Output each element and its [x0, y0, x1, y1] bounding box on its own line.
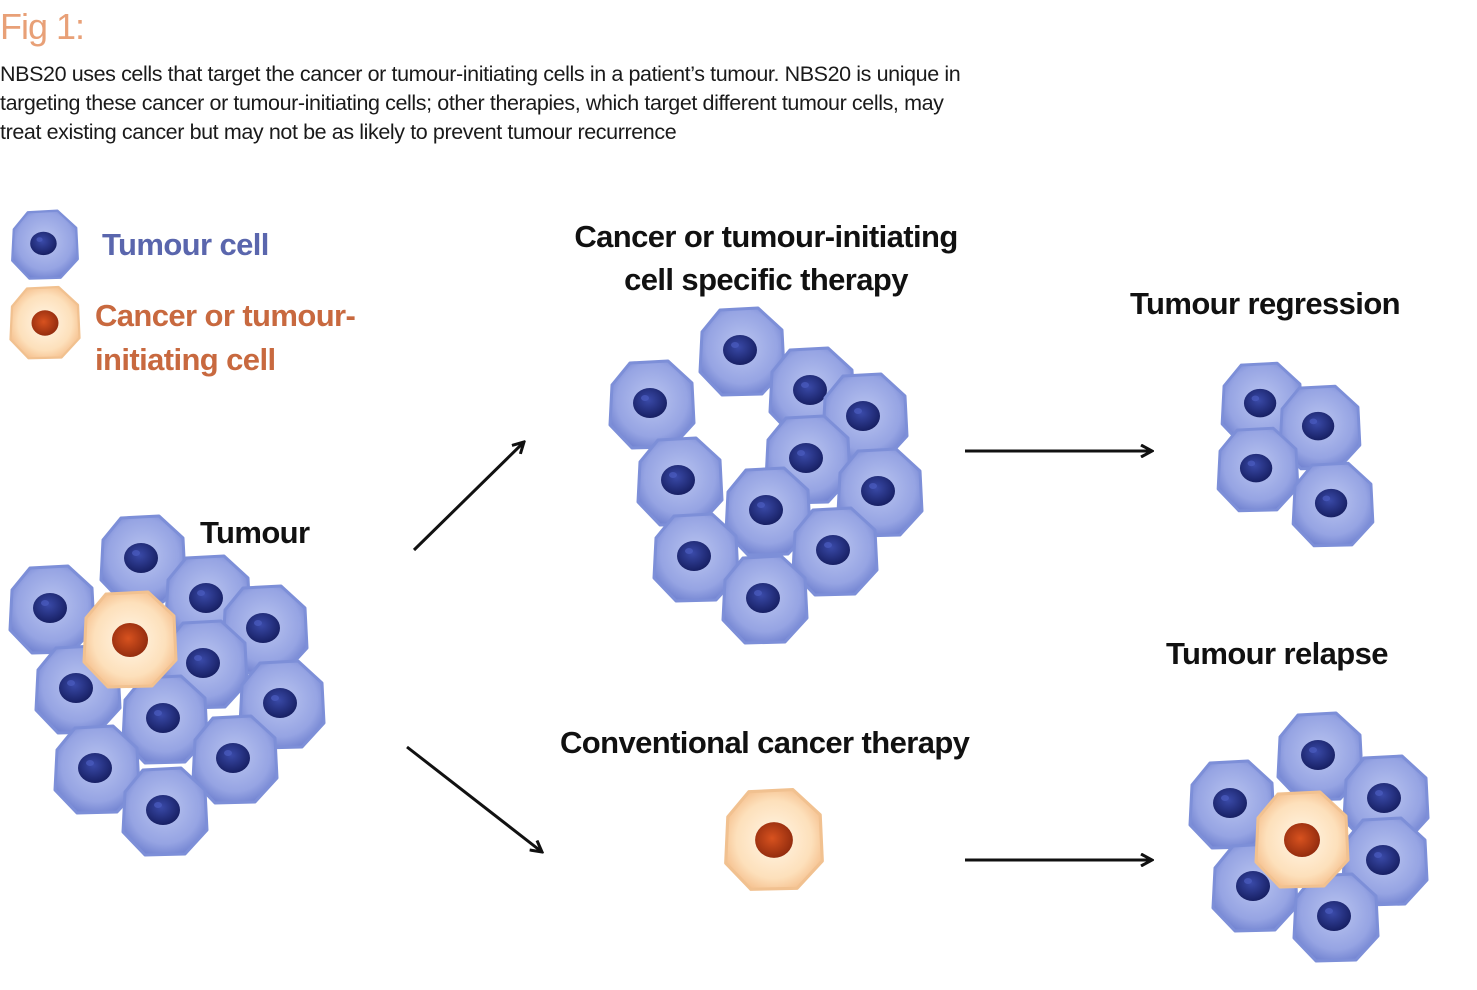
arrow-icon-to-specific-therapy — [412, 442, 524, 552]
tumour-label: Tumour — [200, 515, 310, 550]
legend-tumour-cell-label: Tumour cell — [102, 227, 269, 262]
specific-therapy-label-line1: Cancer or tumour-initiating — [574, 219, 958, 254]
surviving-cancer-initiating-cell — [724, 788, 824, 891]
tumour-regression-label: Tumour regression — [1130, 286, 1401, 321]
tumour-regression-cluster — [1216, 361, 1375, 548]
tumour-relapse-label: Tumour relapse — [1166, 636, 1388, 671]
specific-therapy-label-line2: cell specific therapy — [624, 262, 908, 297]
legend-tumour-cell-icon — [11, 209, 79, 280]
figure-caption: NBS20 uses cells that target the cancer … — [0, 62, 961, 144]
specific-therapy-cluster — [608, 306, 924, 645]
tumour-cluster — [8, 514, 326, 857]
legend-cic-label-line1: Cancer or tumour- — [95, 298, 356, 333]
legend-cancer-initiating-cell-icon — [9, 285, 81, 360]
arrow-icon-to-conventional-therapy — [406, 745, 542, 852]
conventional-therapy-label: Conventional cancer therapy — [560, 725, 970, 760]
tumour-relapse-cluster — [1188, 711, 1430, 963]
legend-cic-label-line2: initiating cell — [95, 342, 276, 377]
figure-title: Fig 1: — [0, 6, 85, 47]
